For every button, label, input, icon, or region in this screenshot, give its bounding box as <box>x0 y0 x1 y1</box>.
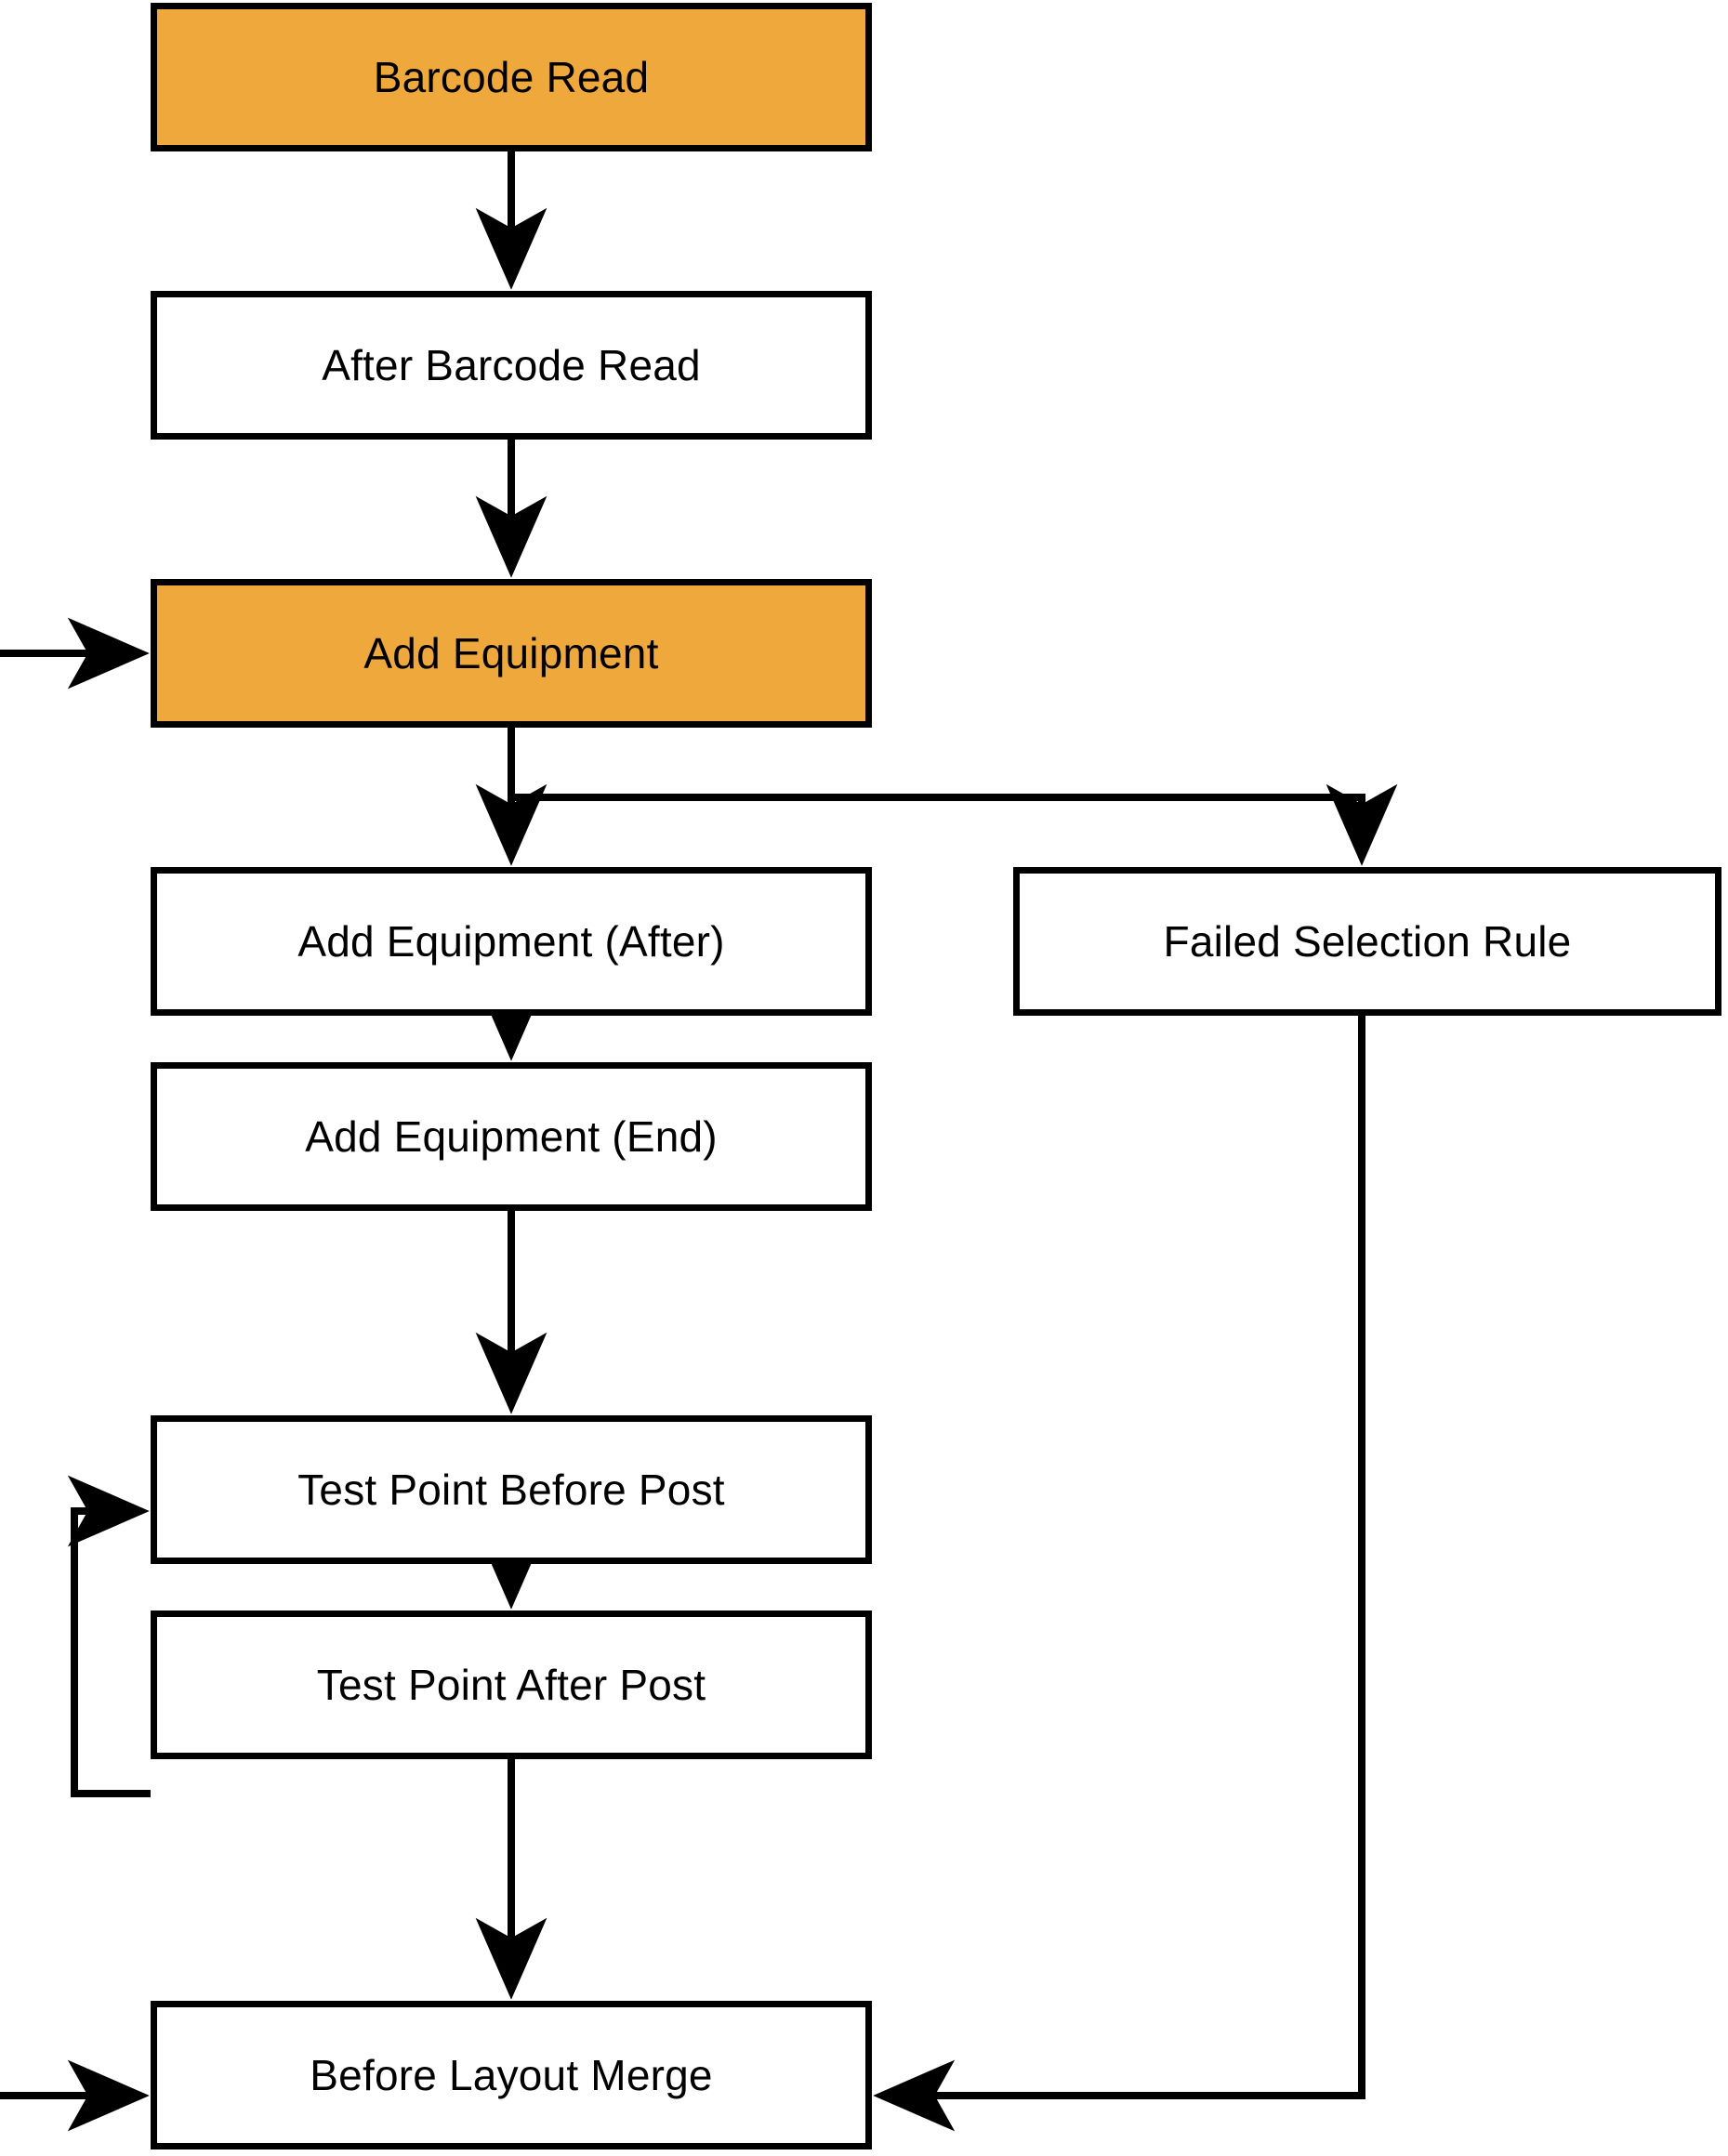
node-add-equipment-end[interactable]: Add Equipment (End) <box>151 1062 872 1211</box>
node-before-layout-merge[interactable]: Before Layout Merge <box>151 2001 872 2149</box>
node-add-equipment-after[interactable]: Add Equipment (After) <box>151 867 872 1016</box>
node-label: Add Equipment (End) <box>305 1111 718 1161</box>
node-after-barcode-read[interactable]: After Barcode Read <box>151 291 872 440</box>
node-label: Add Equipment (After) <box>297 916 725 966</box>
node-label: After Barcode Read <box>322 340 701 389</box>
node-label: Barcode Read <box>373 52 650 101</box>
node-test-point-after-post[interactable]: Test Point After Post <box>151 1610 872 1759</box>
node-label: Add Equipment <box>363 628 659 677</box>
node-failed-selection-rule[interactable]: Failed Selection Rule <box>1013 867 1721 1016</box>
node-label: Test Point After Post <box>316 1660 706 1709</box>
edge-test-after-loopback <box>67 1475 151 1797</box>
node-add-equipment[interactable]: Add Equipment <box>151 579 872 728</box>
node-label: Before Layout Merge <box>310 2050 713 2099</box>
edge-failed-selection-to-before-layout-merge <box>873 1016 1365 2132</box>
node-label: Test Point Before Post <box>297 1465 725 1514</box>
node-test-point-before-post[interactable]: Test Point Before Post <box>151 1415 872 1564</box>
node-barcode-read[interactable]: Barcode Read <box>151 3 872 151</box>
node-label: Failed Selection Rule <box>1163 916 1572 966</box>
edge-add-equipment-to-failed-selection <box>511 783 1398 866</box>
